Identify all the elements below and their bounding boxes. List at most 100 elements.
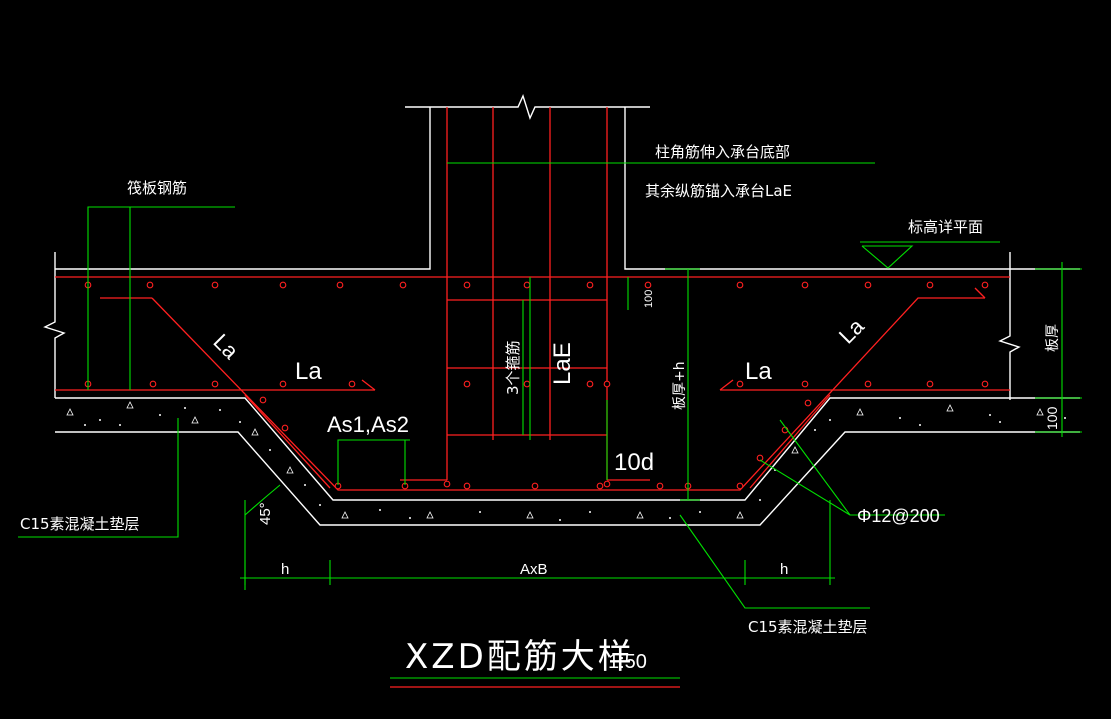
hatch-dot: [479, 511, 481, 513]
rebar-dot: [981, 380, 989, 388]
rebar-dot: [644, 281, 652, 289]
rebar-dot: [596, 482, 604, 490]
column-outline-left: [55, 107, 431, 270]
plate-thick-h-label: 板厚+h: [672, 361, 688, 410]
c15-left-leader: [18, 418, 179, 538]
c15-cushion-bottom-outline: [55, 431, 1080, 526]
column-outline-right: [624, 107, 1080, 270]
drawing-scale: 1:50: [608, 651, 647, 673]
hatch-mark: [526, 511, 534, 519]
right-break-symbol: [998, 252, 1021, 400]
hatch-dot: [559, 519, 561, 521]
rebar-dot: [804, 399, 812, 407]
elevation-ref-label: 标高详平面: [908, 218, 983, 236]
la-right-label: La: [745, 358, 772, 385]
hatch-dot: [1064, 417, 1066, 419]
dim-100-label: 100: [1044, 406, 1060, 430]
rebar-dot: [146, 281, 154, 289]
angle-45-arc: [244, 484, 281, 516]
rebar-dot: [399, 281, 407, 289]
rebar-dot: [756, 454, 764, 462]
rebar-dot: [281, 424, 289, 432]
hatch-mark: [791, 446, 799, 454]
c15-left-label: C15素混凝土垫层: [20, 515, 140, 533]
plate-thick-label: 板厚: [1045, 324, 1061, 352]
hatch-mark: [856, 408, 864, 416]
rebar-dot: [259, 396, 267, 404]
rebar-dot: [531, 482, 539, 490]
hatch-dot: [989, 414, 991, 416]
rebar-dot: [463, 281, 471, 289]
rebar-dot: [211, 281, 219, 289]
left-break-symbol: [43, 252, 66, 398]
hatch-dot: [319, 504, 321, 506]
hatch-dot: [219, 409, 221, 411]
hatch-dot: [99, 419, 101, 421]
rebar-section-dots: [84, 281, 989, 490]
three-stirrups-label: 3个箍筋: [504, 340, 522, 395]
as12-label: As1,As2: [327, 412, 409, 437]
rebar-dot: [463, 482, 471, 490]
rebar-dot: [801, 281, 809, 289]
rebar-spec-label: Φ12@200: [857, 506, 940, 526]
raft-rebar-label: 筏板钢筋: [127, 179, 187, 197]
hatch-dot: [829, 419, 831, 421]
hatch-dot: [84, 424, 86, 426]
angle-45-label: 45°: [257, 502, 274, 525]
dim-h-right-label: h: [780, 561, 788, 578]
la-left-diag-label: La: [208, 329, 244, 365]
hatch-dot: [119, 424, 121, 426]
c15-cushion-hatch: [66, 401, 1066, 521]
hatch-dot: [919, 424, 921, 426]
hatch-mark: [946, 404, 954, 412]
dimension-lines: [18, 162, 1082, 688]
ten-d-label: 10d: [614, 449, 654, 476]
column-corner-rebar-label: 柱角筋伸入承台底部: [655, 143, 790, 161]
hatch-mark: [736, 511, 744, 519]
rebar-dot: [586, 380, 594, 388]
rebar-dot: [603, 480, 611, 488]
c15-right-leader: [679, 514, 870, 609]
slope-rebar-right-lower: [749, 394, 831, 489]
hatch-mark: [251, 428, 259, 436]
rebar-dot: [586, 281, 594, 289]
rebar-dot: [736, 482, 744, 490]
rebar-dot: [523, 380, 531, 388]
rebar-dot: [801, 380, 809, 388]
hatch-dot: [409, 517, 411, 519]
rebar-dot: [279, 281, 287, 289]
rebar-dot: [603, 380, 611, 388]
hatch-mark: [636, 511, 644, 519]
hatch-mark: [341, 511, 349, 519]
hatch-dot: [589, 511, 591, 513]
rebar-dot: [348, 380, 356, 388]
hatch-mark: [126, 401, 134, 409]
lae-label: LaE: [549, 342, 576, 385]
other-longitudinal-label: 其余纵筋锚入承台LaE: [645, 182, 792, 200]
rebar-dot: [864, 380, 872, 388]
hatch-dot: [159, 414, 161, 416]
rebar-dot: [864, 281, 872, 289]
hatch-mark: [426, 511, 434, 519]
hatch-dot: [379, 509, 381, 511]
rebar-group: [55, 107, 1010, 491]
rebar-dot: [926, 281, 934, 289]
left-slope-rebar: [151, 297, 985, 491]
rebar-dot: [656, 482, 664, 490]
c15-right-label: C15素混凝土垫层: [748, 618, 868, 636]
la-right-diag-label: La: [834, 313, 870, 349]
rebar-dot: [149, 380, 157, 388]
hatch-dot: [999, 421, 1001, 423]
rebar-dot: [523, 281, 531, 289]
rebar-dot: [981, 281, 989, 289]
la-arrow-left-head: [361, 379, 376, 391]
hatch-dot: [759, 499, 761, 501]
rebar-dot: [736, 281, 744, 289]
as-leader: [337, 439, 410, 485]
dim-100-small-label: 100: [643, 290, 655, 308]
rebar-dot: [443, 480, 451, 488]
la-arrow-right-head: [719, 379, 734, 391]
labels: 筏板钢筋 柱角筋伸入承台底部 其余纵筋锚入承台LaE 标高详平面 La La L…: [20, 143, 1061, 677]
hatch-dot: [699, 511, 701, 513]
